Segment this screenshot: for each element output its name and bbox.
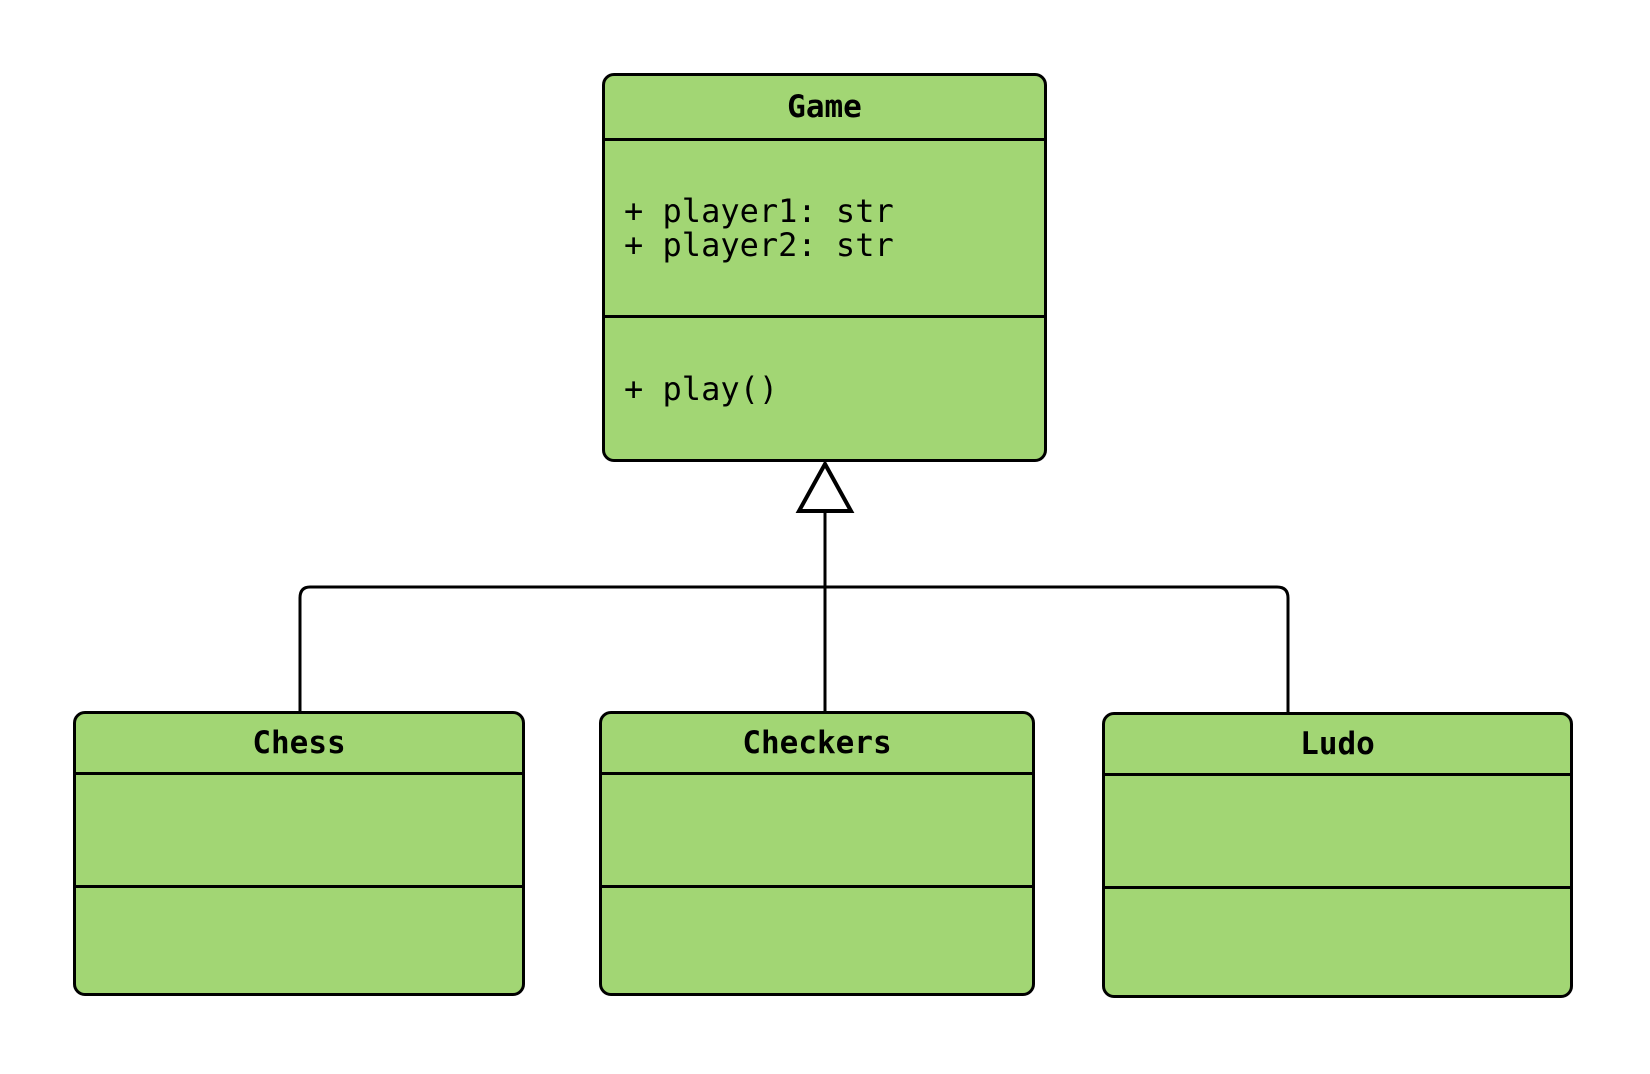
class-node-game[interactable]: Game + player1: str + player2: str + pla… [602,73,1047,462]
attributes-compartment [602,772,1032,885]
class-name: Ludo [1300,726,1375,762]
attribute: + player2: str [624,226,894,264]
attributes-compartment: + player1: str + player2: str [605,138,1044,315]
class-name: Checkers [742,725,892,761]
inheritance-bus-line [298,585,1290,713]
methods-compartment [602,885,1032,993]
class-node-chess[interactable]: Chess [73,711,525,996]
class-node-checkers[interactable]: Checkers [599,711,1035,996]
method: + play() [624,369,779,408]
attributes-compartment [76,772,522,885]
class-node-ludo[interactable]: Ludo [1102,712,1573,998]
methods-compartment [1105,886,1570,995]
attributes-compartment [1105,773,1570,886]
attribute: + player1: str [624,192,894,230]
class-name: Game [787,89,862,125]
methods-compartment: + play() [605,315,1044,459]
inheritance-arrowhead-icon [795,459,855,513]
methods-compartment [76,885,522,993]
class-name: Chess [252,725,346,761]
